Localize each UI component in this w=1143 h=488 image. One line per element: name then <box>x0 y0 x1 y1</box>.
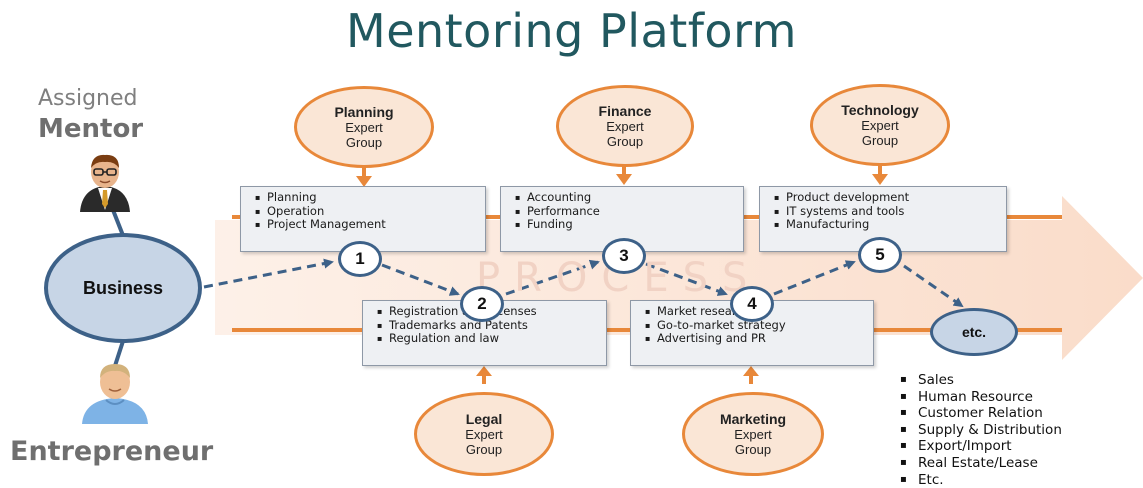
legal-expert-group: Legal Expert Group <box>414 392 554 476</box>
step-4-circle: 4 <box>730 286 774 322</box>
task-item: Product development <box>774 190 1000 205</box>
expert-name: Legal <box>465 411 503 427</box>
mentor-label: Mentor <box>38 114 144 144</box>
etc-circle: etc. <box>930 308 1018 356</box>
task-item: Trademarks and Patents <box>377 318 600 333</box>
marketing-expert-group: Marketing Expert Group <box>682 392 824 476</box>
mentor-avatar-icon <box>80 154 130 212</box>
step-5-circle: 5 <box>858 237 902 273</box>
task-item: Funding <box>515 217 737 232</box>
step-1-circle: 1 <box>338 241 382 277</box>
task-item: Market research <box>645 304 867 319</box>
mentor-label-top: Assigned <box>38 86 138 111</box>
technology-expert-group: Technology Expert Group <box>810 84 950 166</box>
task-item: IT systems and tools <box>774 204 1000 219</box>
expert-line: Group <box>465 442 503 457</box>
expert-name: Marketing <box>719 411 787 427</box>
expert-line: Expert <box>465 427 503 442</box>
area-item: Customer Relation <box>900 405 1062 422</box>
area-item: Sales <box>900 372 1062 389</box>
area-item: Etc. <box>900 472 1062 488</box>
finance-expert-group: Finance Expert Group <box>556 85 694 167</box>
task-item: Operation <box>255 204 479 219</box>
expert-line: Group <box>345 135 383 150</box>
area-item: Human Resource <box>900 389 1062 406</box>
expert-line: Group <box>606 134 644 149</box>
task-item: Manufacturing <box>774 217 1000 232</box>
task-item: Accounting <box>515 190 737 205</box>
expert-name: Planning <box>334 104 394 120</box>
expert-line: Expert <box>734 427 772 442</box>
task-item: Go-to-market strategy <box>645 318 867 333</box>
task-item: Project Management <box>255 217 479 232</box>
expert-line: Group <box>734 442 772 457</box>
expert-line: Group <box>861 133 899 148</box>
business-circle: Business <box>44 233 202 343</box>
entrepreneur-avatar-icon <box>82 364 148 424</box>
task-item: Regulation and law <box>377 331 600 346</box>
area-item: Real Estate/Lease <box>900 455 1062 472</box>
expert-line: Expert <box>345 120 383 135</box>
marketing-task-box: Market research Go-to-market strategy Ad… <box>630 300 874 366</box>
area-item: Export/Import <box>900 438 1062 455</box>
task-item: Performance <box>515 204 737 219</box>
expert-name: Finance <box>598 103 652 119</box>
entrepreneur-label: Entrepreneur <box>10 436 214 467</box>
expert-line: Expert <box>606 119 644 134</box>
page-title: Mentoring Platform <box>346 4 797 58</box>
step-2-circle: 2 <box>460 286 504 322</box>
expert-name: Technology <box>841 102 919 118</box>
finance-task-box: Accounting Performance Funding <box>500 186 744 252</box>
additional-areas-list: Sales Human Resource Customer Relation S… <box>900 372 1062 488</box>
expert-line: Expert <box>861 118 899 133</box>
step-3-circle: 3 <box>602 238 646 274</box>
task-item: Planning <box>255 190 479 205</box>
task-item: Advertising and PR <box>645 331 867 346</box>
planning-expert-group: Planning Expert Group <box>294 86 434 168</box>
area-item: Supply & Distribution <box>900 422 1062 439</box>
